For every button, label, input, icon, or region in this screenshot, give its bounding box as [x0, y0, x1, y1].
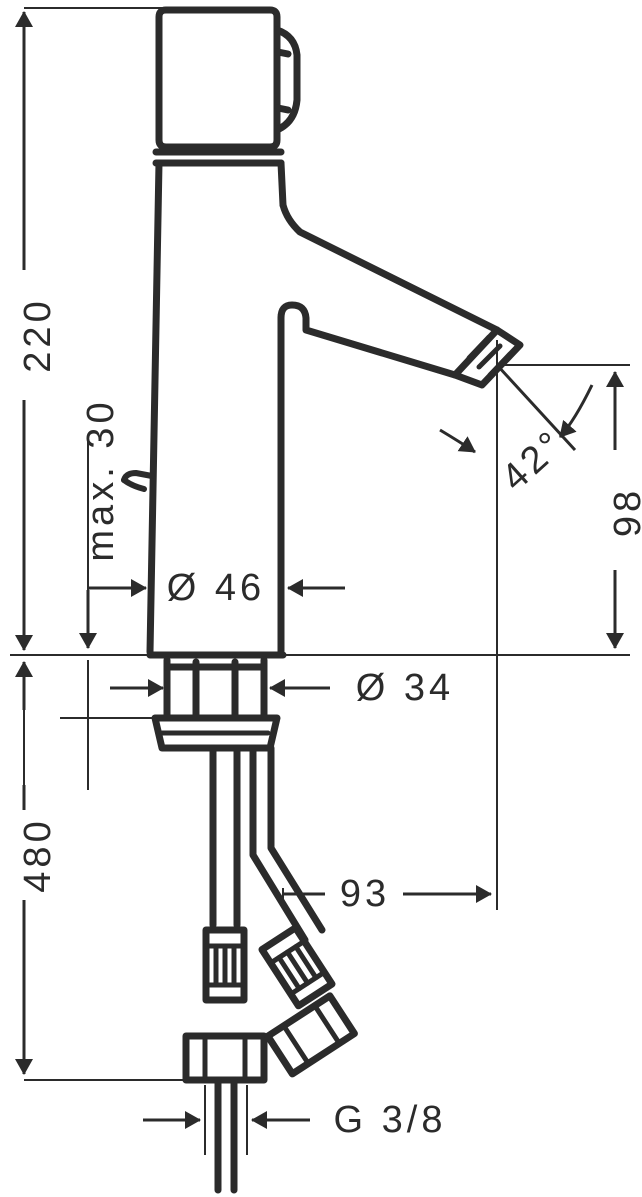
dimension-max-30: max. 30 — [79, 398, 122, 649]
hex-nut-right — [264, 992, 358, 1078]
handle-lever — [155, 6, 301, 151]
dimension-d34: Ø 34 — [110, 667, 454, 709]
supply-hoses — [209, 744, 326, 944]
mounting-nut — [151, 714, 281, 752]
dim-label-d34: Ø 34 — [356, 667, 454, 709]
dim-label-max-30: max. 30 — [80, 398, 122, 561]
hex-nut-left — [182, 1032, 268, 1084]
base-shank — [163, 656, 268, 722]
dim-label-g38: G 3/8 — [334, 1099, 447, 1141]
tail-pipe — [214, 1076, 238, 1194]
dim-label-93: 93 — [340, 873, 390, 915]
dim-label-480: 480 — [17, 817, 59, 892]
dimension-98: 98 — [606, 371, 642, 649]
handle-collar — [152, 148, 285, 167]
dimension-angle-42: 42° — [439, 363, 594, 499]
hose-fitting-right — [258, 924, 336, 1010]
spout-under-edge — [277, 301, 459, 379]
dimension-d46: Ø 46 — [88, 567, 345, 609]
dimension-g38: G 3/8 — [143, 1099, 447, 1141]
dimension-93: 93 — [283, 873, 492, 915]
dim-label-d46: Ø 46 — [167, 567, 265, 609]
dimension-220: 220 — [14, 11, 59, 710]
product-outline — [121, 6, 524, 1194]
pop-up-lift-rod — [121, 470, 155, 492]
spout-upper-edge — [279, 201, 501, 334]
dimension-480: 480 — [15, 785, 59, 1075]
hose-fitting-left — [202, 926, 248, 1004]
dim-label-220: 220 — [17, 297, 59, 372]
dim-label-98: 98 — [607, 487, 642, 537]
aerator-tip — [451, 326, 524, 389]
extension-lines — [10, 7, 630, 1155]
